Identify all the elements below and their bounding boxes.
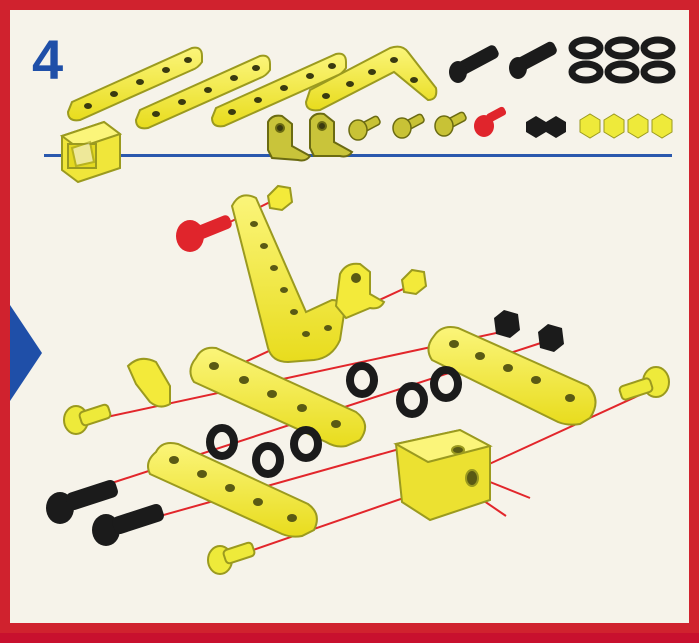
nut-icon [494, 310, 564, 352]
bolt-icon [449, 40, 559, 83]
strip-icon [68, 47, 436, 129]
block-icon [396, 430, 490, 520]
bracket-icon [268, 114, 352, 161]
washer-icon [572, 40, 672, 80]
parts-list [62, 40, 672, 182]
bracket-icon [128, 359, 170, 407]
bolt-icon [474, 106, 507, 137]
assembly-diagram [10, 10, 699, 643]
bolt-icon [176, 214, 233, 252]
block-icon [62, 122, 120, 182]
bolt-icon [46, 478, 166, 546]
bracket-icon [336, 264, 384, 318]
nut-icon [526, 114, 672, 138]
nut-icon [402, 270, 426, 294]
assembly-view [46, 186, 669, 574]
nut-icon [268, 186, 292, 210]
bolt-icon [349, 111, 467, 140]
strip-icon [232, 195, 344, 362]
